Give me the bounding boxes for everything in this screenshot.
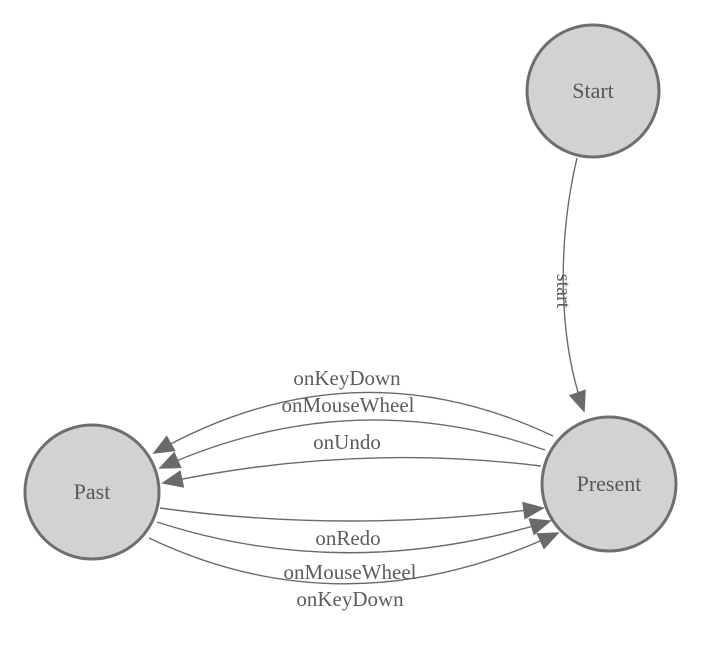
edge-label-onmousewheel-top: onMouseWheel: [282, 393, 415, 417]
edge-past-to-present-onmousewheel: [156, 518, 552, 554]
node-present[interactable]: Present: [540, 415, 678, 553]
edge-present-to-past-onmousewheel: [158, 419, 546, 469]
edge-past-to-present-onkeydown: [148, 532, 560, 585]
edge-label-start: start: [552, 274, 574, 309]
node-past-circle[interactable]: [23, 423, 161, 561]
node-present-circle[interactable]: [540, 415, 678, 553]
node-start[interactable]: Start: [525, 23, 661, 159]
edge-label-onundo: onUndo: [313, 430, 381, 454]
node-past[interactable]: Past: [23, 423, 161, 561]
node-present-label: Present: [577, 471, 642, 496]
node-start-label: Start: [572, 78, 614, 103]
node-past-label: Past: [74, 479, 111, 504]
edge-past-to-present-onredo: [159, 501, 545, 522]
edge-label-onkeydown-bottom: onKeyDown: [296, 587, 404, 611]
edge-start-to-present: [562, 157, 586, 413]
edge-label-onredo: onRedo: [315, 526, 380, 550]
edge-label-onkeydown-top: onKeyDown: [293, 366, 401, 390]
node-start-circle[interactable]: [525, 23, 661, 159]
edge-label-onmousewheel-bottom: onMouseWheel: [284, 560, 417, 584]
edge-present-to-past-onundo: [161, 456, 542, 488]
edge-present-to-past-onkeydown: [152, 391, 554, 454]
edge-group: start onKeyDown onMouseWheel onUndo onRe…: [148, 157, 586, 611]
